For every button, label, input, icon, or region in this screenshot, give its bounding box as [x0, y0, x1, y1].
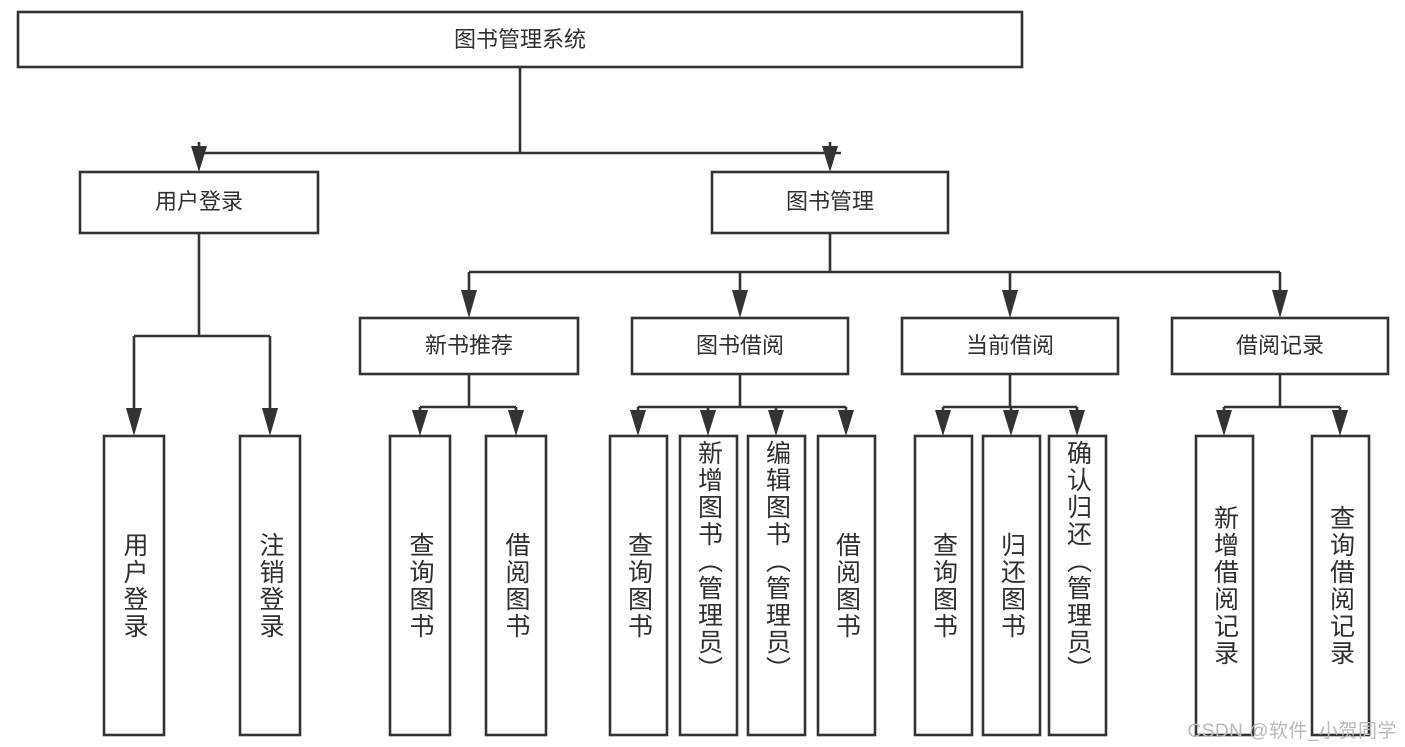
arrow-to-leaf-edit-book: [768, 410, 784, 436]
node-root-label: 图书管理系统: [454, 27, 586, 52]
node-leaf-confirm-return-box[interactable]: [1047, 434, 1108, 737]
arrow-to-leaf-add-record: [1216, 410, 1232, 436]
node-leaf-query-book-2-box[interactable]: [608, 434, 669, 737]
node-leaf-logout-login-box[interactable]: [238, 434, 302, 737]
node-user-login-label: 用户登录: [155, 189, 243, 214]
arrow-to-leaf-query-record: [1332, 410, 1348, 436]
arrow-to-leaf-user-login: [126, 408, 142, 436]
node-leaf-edit-book-box[interactable]: [746, 434, 807, 737]
csdn-watermark: CSDN @软件_小贺同学: [1187, 721, 1397, 742]
connector-layer: [126, 67, 1348, 436]
arrow-to-leaf-logout-login: [262, 408, 278, 436]
arrow-to-leaf-query-book-3: [935, 410, 951, 436]
node-leaf-return-book-box[interactable]: [981, 434, 1042, 737]
arrow-to-leaf-query-book-1: [412, 410, 428, 436]
node-leaf-borrow-book-2-box[interactable]: [816, 434, 877, 737]
arrow-to-current-borrow: [1002, 290, 1018, 318]
node-leaf-borrow-book-1-box[interactable]: [484, 434, 548, 737]
arrow-to-leaf-return-book: [1003, 410, 1019, 436]
arrow-to-borrow-record: [1272, 290, 1288, 318]
node-book-borrow-box[interactable]: [630, 316, 850, 376]
arrow-to-book-borrow: [732, 290, 748, 318]
node-current-borrow-box[interactable]: [900, 316, 1120, 376]
node-leaf-add-book-box[interactable]: [678, 434, 739, 737]
arrow-to-book-manage: [822, 146, 838, 172]
arrow-to-new-book-rec: [461, 290, 477, 318]
arrow-to-user-login: [191, 146, 207, 172]
arrow-to-leaf-confirm-return: [1069, 410, 1085, 436]
node-layer: 图书管理系统 用户登录 图书管理 新书推荐 图书借阅 当前借阅 借阅记录: [16, 10, 1390, 737]
node-user-login-box[interactable]: [78, 170, 320, 235]
node-borrow-record-label: 借阅记录: [1236, 333, 1324, 358]
node-leaf-user-login-box[interactable]: [102, 434, 166, 737]
node-borrow-record-box[interactable]: [1170, 316, 1390, 376]
node-new-book-rec-label: 新书推荐: [425, 333, 513, 358]
node-current-borrow-label: 当前借阅: [966, 333, 1054, 358]
node-book-manage-box[interactable]: [710, 170, 950, 235]
node-leaf-query-record-box[interactable]: [1310, 434, 1371, 737]
arrow-to-leaf-borrow-book-1: [508, 410, 524, 436]
arrow-to-leaf-borrow-book-2: [838, 410, 854, 436]
node-new-book-rec-box[interactable]: [358, 316, 580, 376]
node-leaf-add-record-box[interactable]: [1194, 434, 1255, 737]
node-root-box[interactable]: [16, 10, 1024, 69]
node-book-borrow-label: 图书借阅: [696, 333, 784, 358]
arrow-to-leaf-add-book: [700, 410, 716, 436]
node-leaf-query-book-1-box[interactable]: [388, 434, 452, 737]
node-book-manage-label: 图书管理: [786, 189, 874, 214]
node-leaf-query-book-3-box[interactable]: [913, 434, 974, 737]
arrow-to-leaf-query-book-2: [630, 410, 646, 436]
